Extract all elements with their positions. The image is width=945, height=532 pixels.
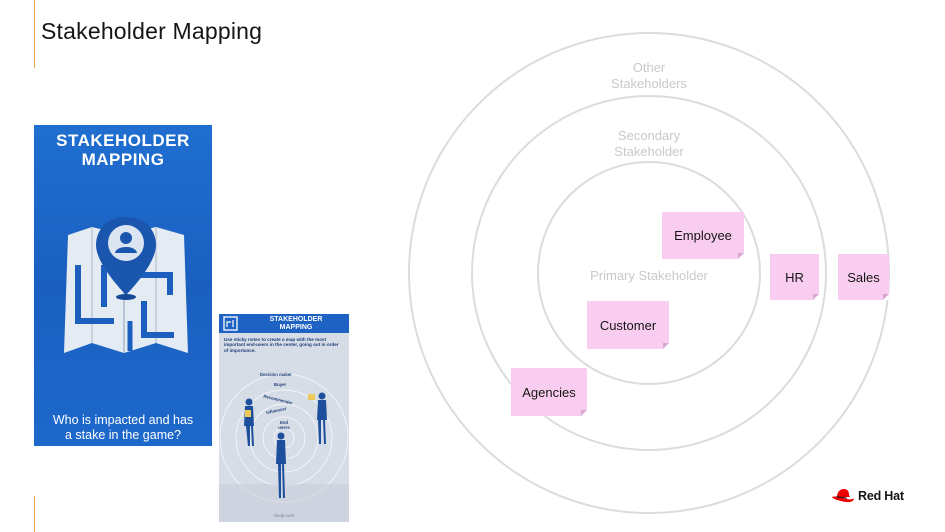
- accent-bar-bottom: [34, 496, 35, 532]
- brand-name: Red Hat: [858, 489, 904, 503]
- small-card-footer: cloop.com: [273, 513, 295, 518]
- small-card-title-line2: MAPPING: [279, 323, 313, 331]
- concentric-rings-illustration: [219, 314, 349, 522]
- card-caption-line1: Who is impacted and has: [52, 413, 194, 427]
- red-hat-logo: Red Hat: [831, 488, 904, 504]
- ring-label-secondary: Secondary Stakeholder: [579, 128, 719, 160]
- ring-label-other: Other Stakeholders: [579, 60, 719, 92]
- ring-label-buyer: Buyer: [274, 382, 287, 387]
- ring-label-secondary-line2: Stakeholder: [614, 144, 684, 159]
- small-card-instructions: Use sticky notes to create a map with th…: [224, 337, 339, 353]
- ring-label-secondary-line1: Secondary: [617, 128, 681, 143]
- ring-label-other-line2: Stakeholders: [611, 76, 687, 91]
- sticky-note-sales[interactable]: Sales: [838, 254, 889, 300]
- card-title-line2: MAPPING: [81, 150, 165, 169]
- small-card-title: STAKEHOLDER MAPPING: [243, 316, 349, 331]
- card-title-line1: STAKEHOLDER: [56, 131, 190, 150]
- stakeholder-card-photo: STAKEHOLDER MAPPING Who is impacted and …: [34, 125, 212, 446]
- sticky-note-hr[interactable]: HR: [770, 254, 819, 300]
- ring-label-primary: Primary Stakeholder: [590, 268, 708, 283]
- card-caption-line2: a stake in the game?: [64, 428, 182, 442]
- ring-other: [408, 32, 890, 514]
- ring-label-end-users: End users: [278, 420, 290, 430]
- stakeholder-instruction-card-photo: STAKEHOLDER MAPPING Use sticky notes to …: [219, 314, 349, 522]
- ring-secondary: [471, 95, 827, 451]
- sticky-note-employee[interactable]: Employee: [662, 212, 744, 259]
- small-card-title-line1: STAKEHOLDER: [269, 316, 323, 323]
- ring-label-other-line1: Other: [632, 60, 666, 75]
- slide-title: Stakeholder Mapping: [41, 18, 263, 44]
- sticky-note-customer[interactable]: Customer: [587, 301, 669, 349]
- map-pin-illustration: [64, 217, 188, 353]
- sticky-note-agencies[interactable]: Agencies: [511, 368, 587, 416]
- card-title: STAKEHOLDER MAPPING: [34, 131, 212, 169]
- card-caption: Who is impacted and has a stake in the g…: [34, 413, 212, 443]
- red-hat-fedora-icon: [832, 489, 854, 503]
- ring-primary: [537, 161, 761, 385]
- accent-bar-top: [34, 0, 35, 68]
- ring-label-decision-maker: Decision maker: [260, 372, 292, 377]
